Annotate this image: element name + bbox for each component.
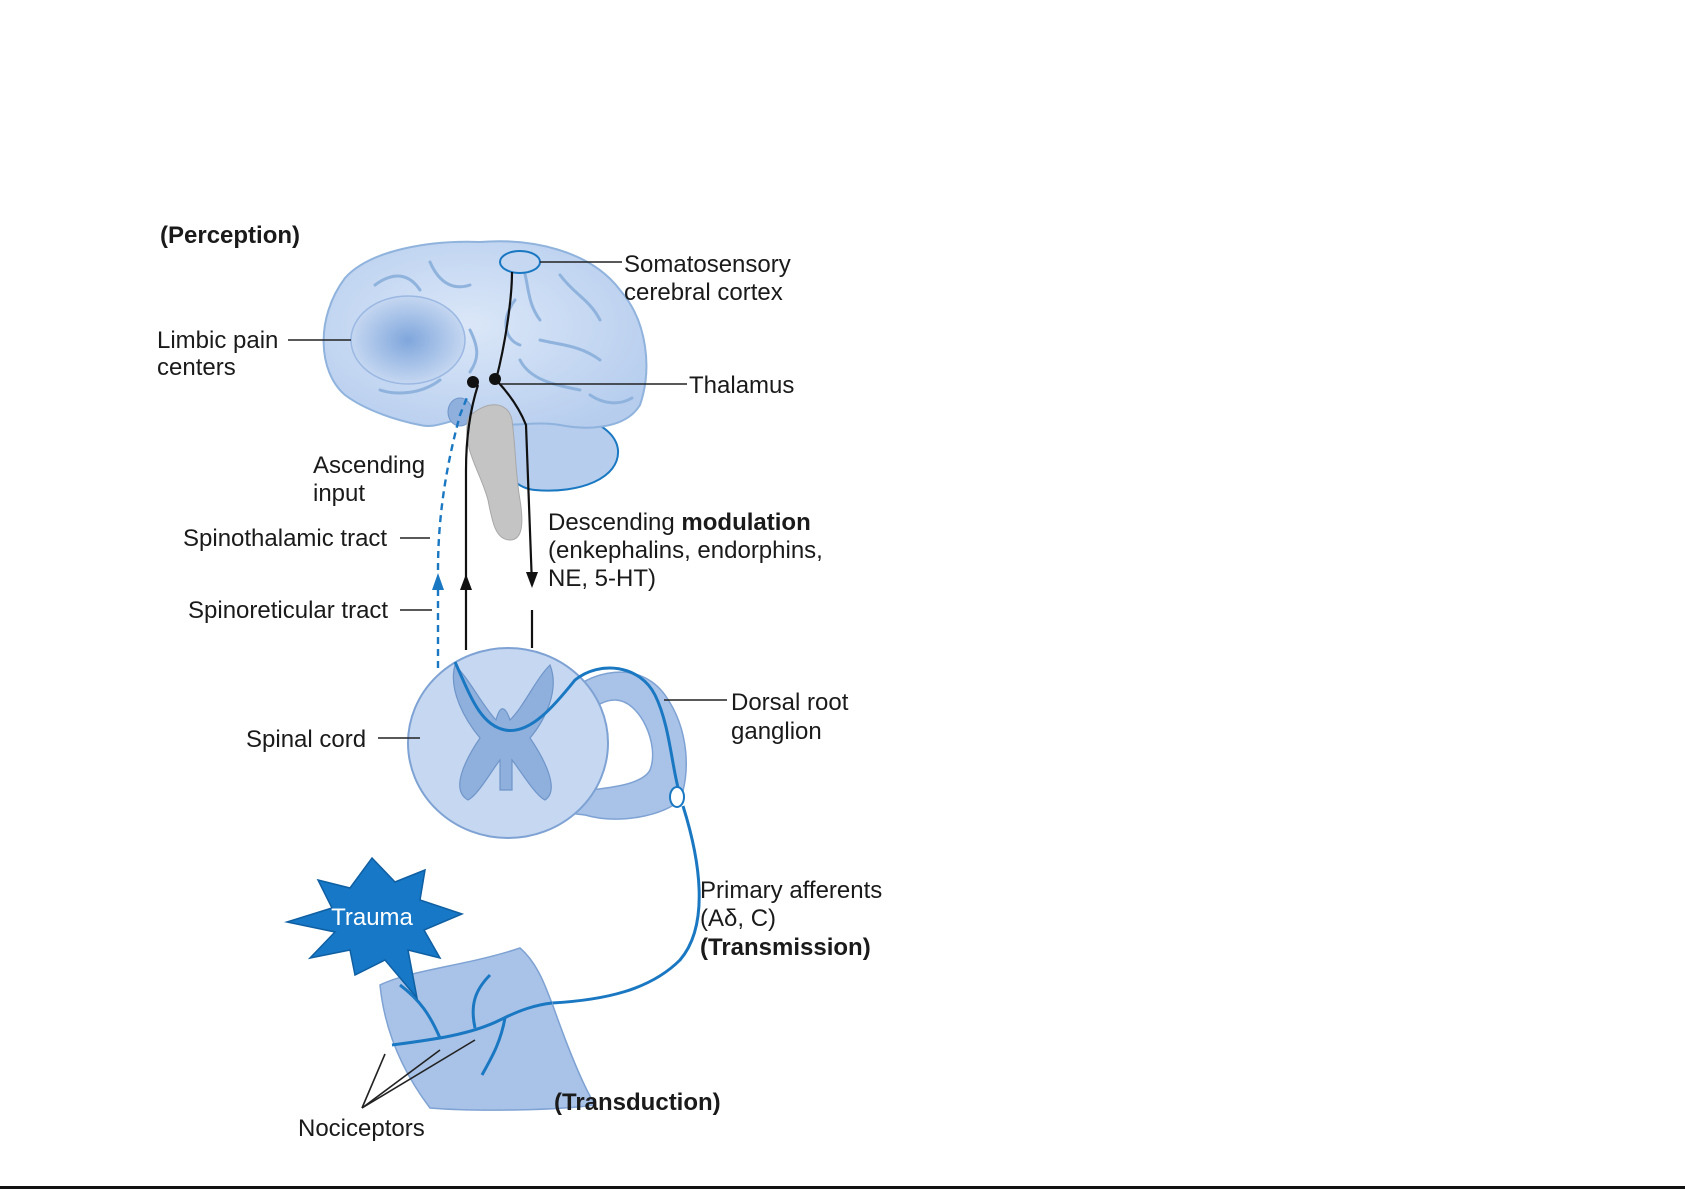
limbic-label-line2: centers	[157, 354, 236, 381]
descending-arrow	[526, 572, 538, 588]
brain	[324, 241, 647, 540]
somatosensory-label-line2: cerebral cortex	[624, 279, 783, 306]
spinal-cord-label: Spinal cord	[246, 726, 366, 753]
limbic-label-line1: Limbic pain	[157, 327, 278, 354]
transduction-label: (Transduction)	[554, 1089, 721, 1116]
nociceptors-label: Nociceptors	[298, 1115, 425, 1142]
primary-afferent-fiber	[552, 806, 699, 1003]
transmission-label: (Transmission)	[700, 934, 871, 961]
ascending-input-line2: input	[313, 480, 365, 507]
thalamus-dot-right	[489, 373, 501, 385]
perception-label: (Perception)	[160, 222, 300, 249]
somatosensory-label-line1: Somatosensory	[624, 251, 791, 278]
dorsal-root-label-line2: ganglion	[731, 718, 822, 745]
descending-label-line3: NE, 5-HT)	[548, 565, 656, 592]
spinothalamic-arrow-lower	[460, 574, 472, 590]
limbic-pain-centers-region	[351, 296, 465, 384]
descending-modulation-label: Descending modulation	[548, 509, 811, 536]
dorsal-root-label-line1: Dorsal root	[731, 689, 849, 716]
spinothalamic-label: Spinothalamic tract	[183, 525, 387, 552]
ascending-input-line1: Ascending	[313, 452, 425, 479]
descending-label-line2: (enkephalins, endorphins,	[548, 537, 823, 564]
trauma-label: Trauma	[331, 904, 413, 931]
spinoreticular-arrow	[432, 573, 444, 590]
spinoreticular-tract-line	[438, 395, 468, 668]
primary-afferents-line2: (Aδ, C)	[700, 905, 776, 932]
thalamus-label: Thalamus	[689, 372, 794, 399]
spinoreticular-label: Spinoreticular tract	[188, 597, 388, 624]
bottom-border-line	[0, 1186, 1685, 1189]
somatosensory-cortex-region	[500, 251, 540, 273]
spinal-cord	[408, 648, 686, 838]
primary-afferents-line1: Primary afferents	[700, 877, 882, 904]
ganglion-cut-end	[670, 787, 684, 807]
thalamus-dot-left	[467, 376, 479, 388]
